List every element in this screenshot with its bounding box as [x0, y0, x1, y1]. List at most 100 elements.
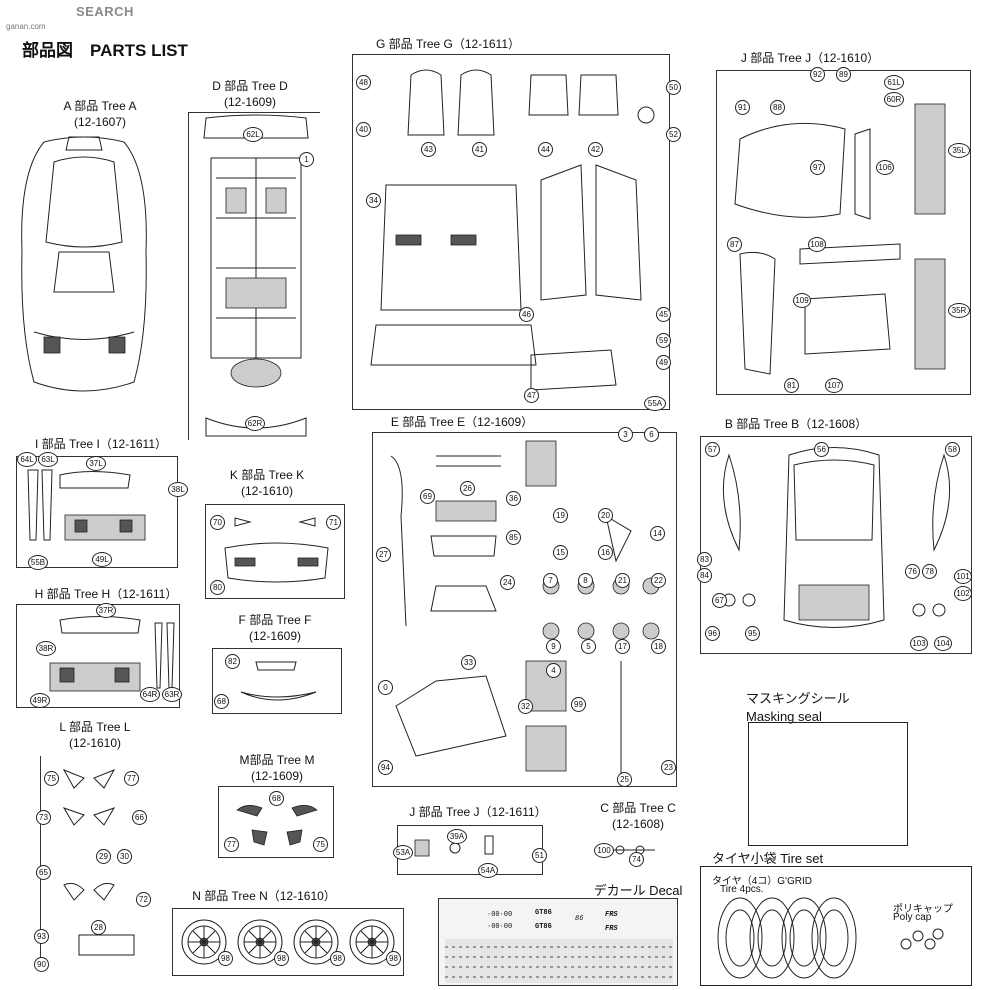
tree-c-title: C 部品 Tree C — [600, 801, 676, 815]
part-number: 34 — [366, 193, 381, 208]
part-number: 4 — [546, 663, 561, 678]
tree-h-drawing — [49, 616, 175, 692]
part-number: 98 — [274, 951, 289, 966]
part-number: 7 — [543, 573, 558, 588]
tree-l-label: L 部品 Tree L (12-1610) — [40, 719, 150, 751]
tree-l-drawing — [62, 769, 135, 956]
tree-c-label: C 部品 Tree C (12-1608) — [588, 800, 688, 832]
part-number: 44 — [538, 142, 553, 157]
poly-cap-en: Poly cap — [893, 912, 932, 923]
tree-d-frame — [188, 112, 320, 440]
tree-j1-drawing — [734, 103, 946, 375]
tree-n-wheels-drawing — [181, 919, 395, 965]
tree-k-code: (12-1610) — [240, 484, 294, 499]
part-number: 63R — [162, 687, 182, 702]
part-number: 8 — [578, 573, 593, 588]
part-number: 74 — [629, 852, 644, 867]
decal-gt86-text: GT86 — [535, 909, 552, 917]
part-number: 64R — [140, 687, 160, 702]
part-number: 24 — [500, 575, 515, 590]
part-number: 88 — [770, 100, 785, 115]
part-number: 43 — [421, 142, 436, 157]
part-number: 108 — [808, 237, 826, 252]
part-number: 106 — [876, 160, 894, 175]
tree-j1-label: J 部品 Tree J（12-1610） — [740, 51, 880, 65]
part-number: 35L — [948, 143, 970, 158]
tree-f-title: F 部品 Tree F — [238, 613, 312, 627]
tree-d-chassis-drawing — [203, 114, 309, 437]
tree-g-drawing — [370, 69, 655, 391]
part-number: 45 — [656, 307, 671, 322]
part-number: 68 — [214, 694, 229, 709]
part-number: 68 — [269, 791, 284, 806]
part-number: 98 — [386, 951, 401, 966]
part-number: 54A — [478, 863, 498, 878]
part-number: 1 — [299, 152, 314, 167]
tree-l-frame — [40, 756, 148, 966]
part-number: 50 — [666, 80, 681, 95]
part-number: 49 — [656, 355, 671, 370]
poly-cap-drawing — [900, 928, 944, 950]
part-number: 100 — [594, 843, 614, 858]
part-number: 91 — [735, 100, 750, 115]
tree-k-frame — [205, 504, 345, 599]
part-number: 23 — [661, 760, 676, 775]
part-number: 67 — [712, 593, 727, 608]
part-number: 77 — [224, 837, 239, 852]
part-number: 47 — [524, 388, 539, 403]
part-number: 78 — [922, 564, 937, 579]
decal-frs-text: FRS — [605, 925, 618, 933]
part-number: 28 — [91, 920, 106, 935]
part-number: 25 — [617, 772, 632, 787]
tree-c-code: (12-1608) — [611, 817, 665, 832]
part-number: 0 — [378, 680, 393, 695]
part-number: 53A — [393, 845, 413, 860]
part-number: 96 — [705, 626, 720, 641]
part-number: 58 — [945, 442, 960, 457]
part-number: 35R — [948, 303, 970, 318]
part-number: 33 — [461, 655, 476, 670]
part-number: 98 — [330, 951, 345, 966]
part-number: 55B — [28, 555, 48, 570]
part-number: 61L — [884, 75, 904, 90]
tree-d-code: (12-1609) — [223, 95, 277, 110]
part-number: 63L — [38, 452, 58, 467]
part-number: 37R — [96, 603, 116, 618]
tree-m-title: M部品 Tree M — [239, 753, 315, 767]
part-number: 76 — [905, 564, 920, 579]
tree-b-frame — [700, 436, 972, 654]
decal-sheet: ·00·00 ·00·00 GT86 GT86 86 FRS FRS — [438, 898, 678, 986]
decal-plate-text: ·00·00 — [487, 923, 513, 931]
part-number: 80 — [210, 580, 225, 595]
tree-k-title: K 部品 Tree K — [229, 468, 305, 482]
part-number: 101 — [954, 569, 972, 584]
part-number: 95 — [745, 626, 760, 641]
part-number: 75 — [313, 837, 328, 852]
part-number: 20 — [598, 508, 613, 523]
part-number: 109 — [793, 293, 811, 308]
part-number: 70 — [210, 515, 225, 530]
tree-g-frame — [352, 54, 670, 410]
tire-line2: Tire 4pcs. — [720, 884, 764, 895]
tree-i-drawing — [27, 469, 146, 541]
part-number: 27 — [376, 547, 391, 562]
tree-n-label: N 部品 Tree N（12-1610） — [192, 889, 336, 903]
tree-f-code: (12-1609) — [248, 629, 302, 644]
part-number: 30 — [117, 849, 132, 864]
part-number: 98 — [218, 951, 233, 966]
part-number: 81 — [784, 378, 799, 393]
tree-a-body-drawing — [21, 136, 147, 392]
part-number: 38L — [168, 482, 188, 497]
tree-f-label: F 部品 Tree F (12-1609) — [225, 612, 325, 644]
part-number: 93 — [34, 929, 49, 944]
part-number: 14 — [650, 526, 665, 541]
part-number: 37L — [86, 456, 106, 471]
part-number: 22 — [651, 573, 666, 588]
masking-label: マスキングシール Masking seal — [746, 690, 850, 725]
part-number: 29 — [96, 849, 111, 864]
part-number: 60R — [884, 92, 904, 107]
tree-h-label: H 部品 Tree H（12-1611） — [34, 587, 178, 601]
part-number: 90 — [34, 957, 49, 972]
part-number: 49R — [30, 693, 50, 708]
tree-j2-drawing — [414, 835, 494, 857]
